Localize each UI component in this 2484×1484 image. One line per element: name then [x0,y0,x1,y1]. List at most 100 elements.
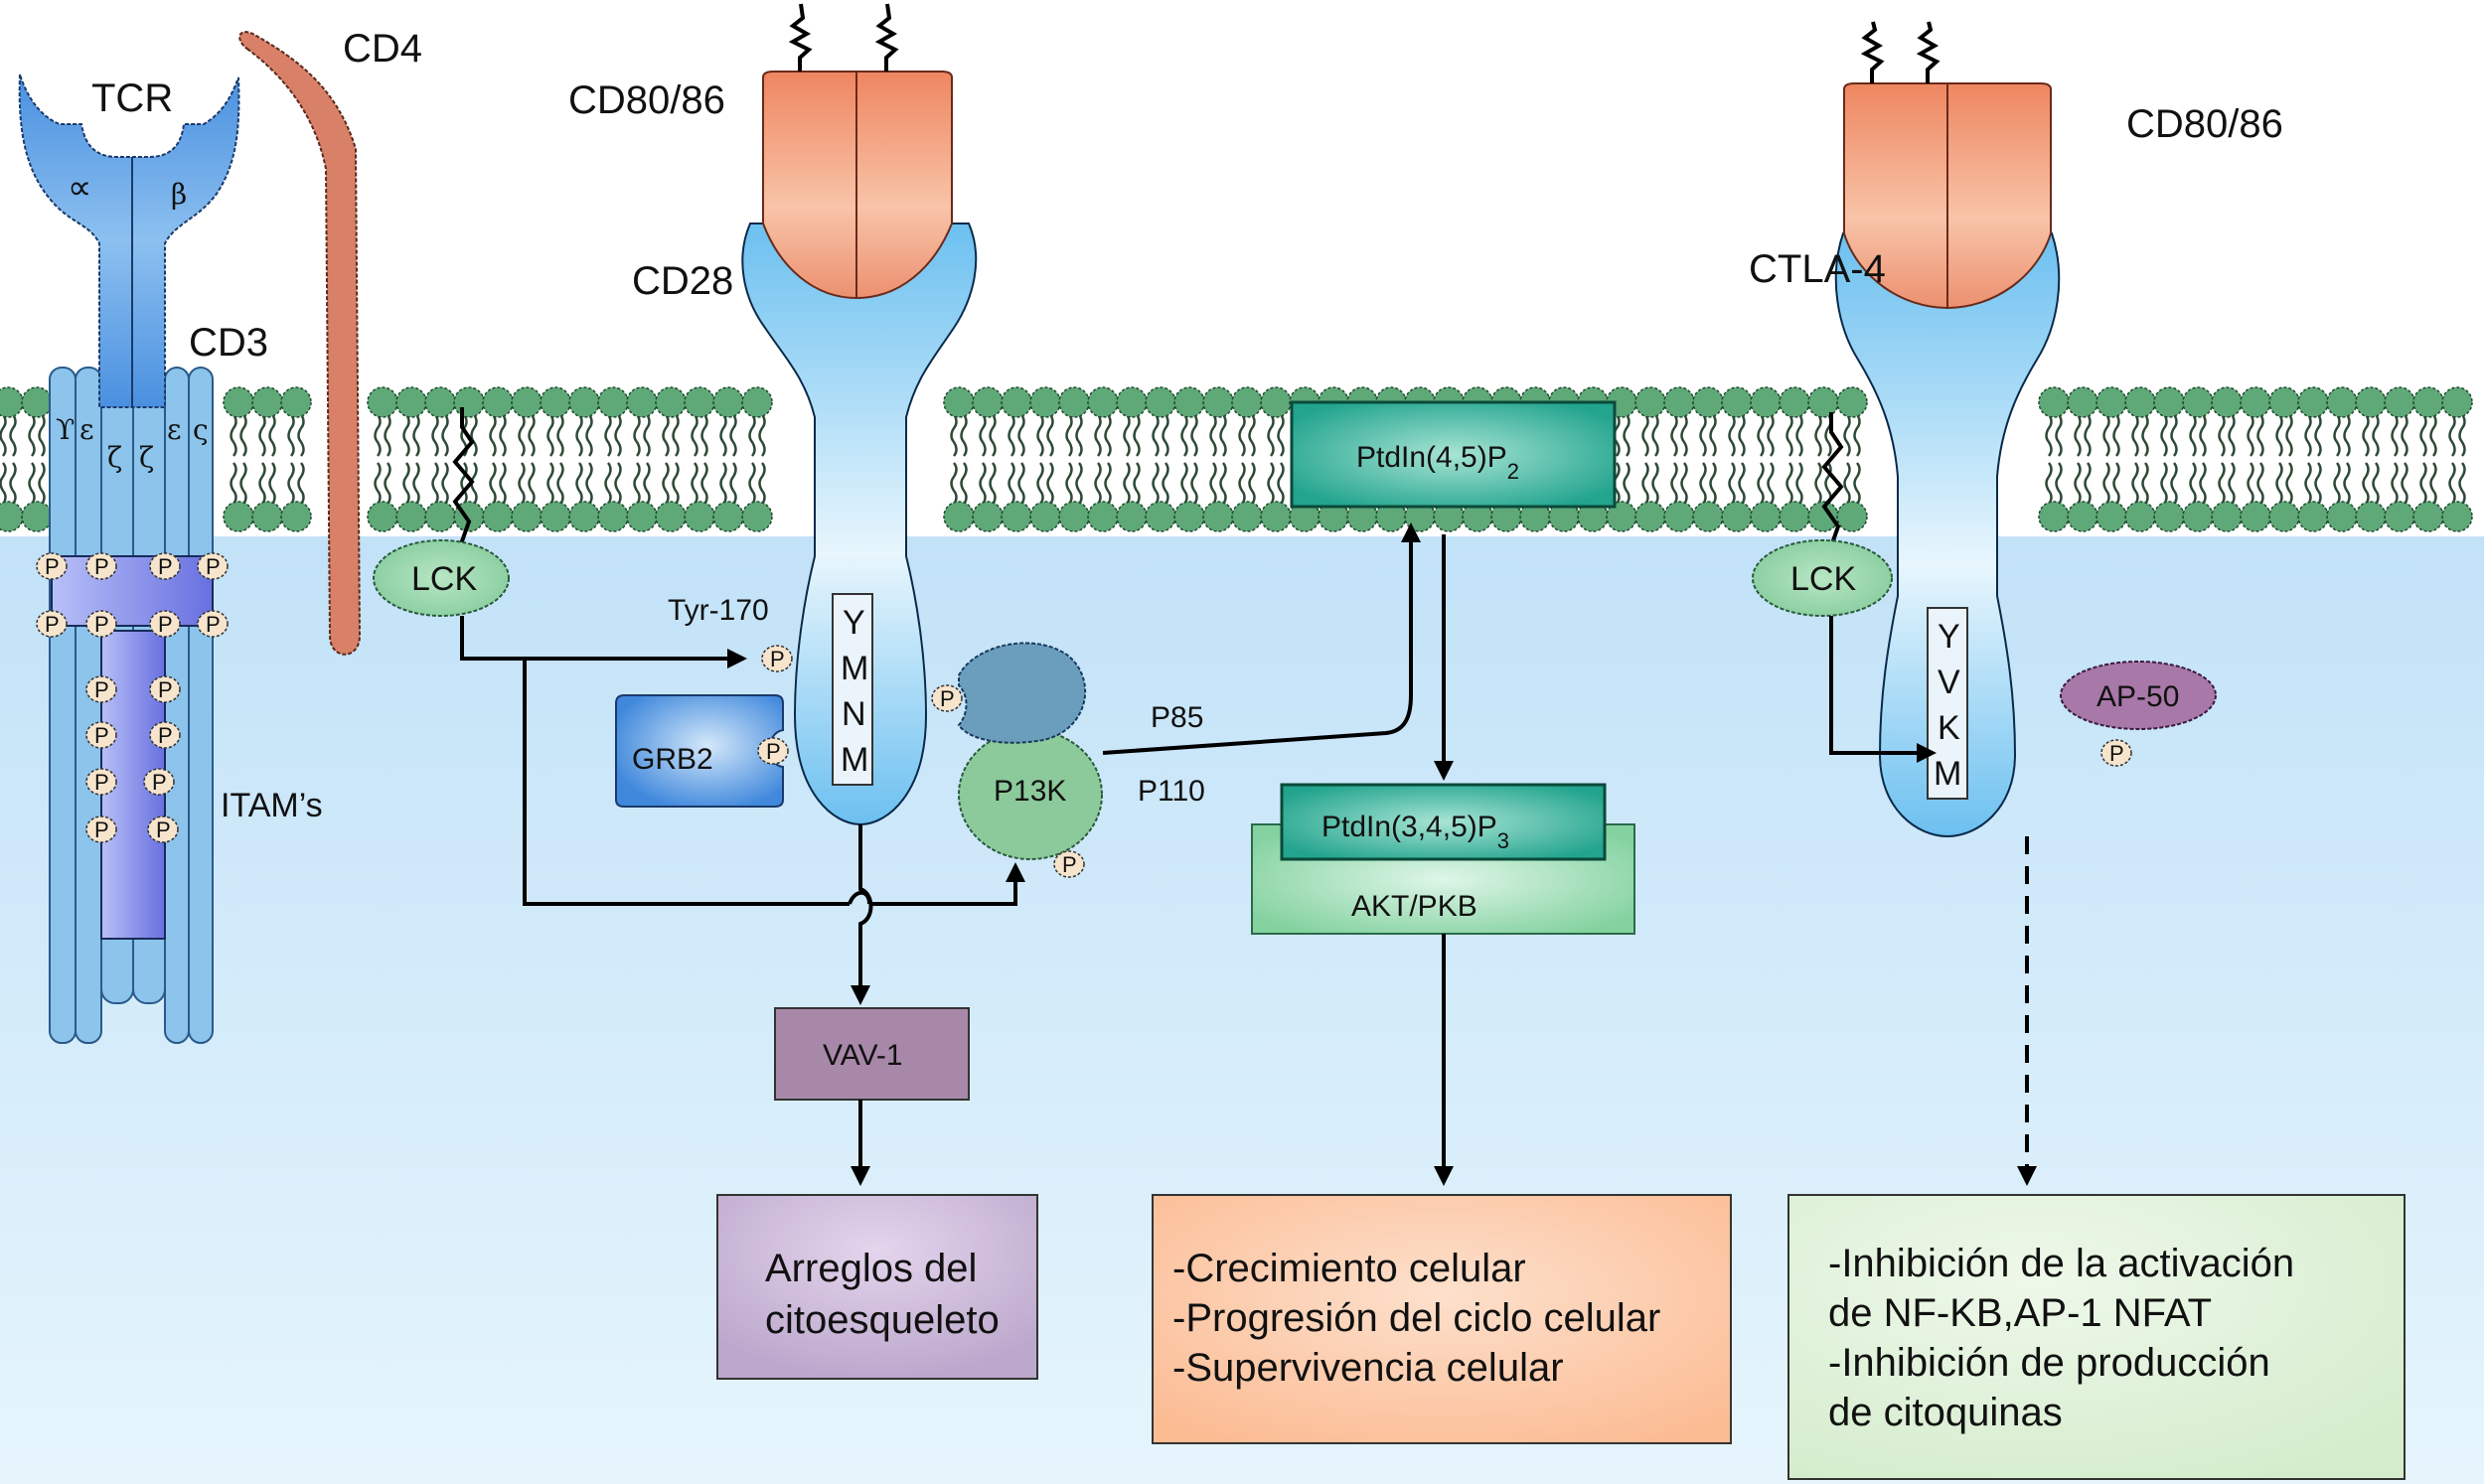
lipid-tail [1814,413,1822,457]
phosphate-label: P [94,770,109,795]
lipid-tail [2401,462,2408,506]
lipid-tail [384,413,391,457]
lipid-tail [604,413,612,457]
lipid-tail [950,462,958,506]
itam-phosphate: P [149,721,181,749]
lipid-head [1173,501,1205,532]
lipid-head [1029,386,1061,418]
grb2-protein[interactable] [615,694,784,808]
lipid-tail [1757,413,1765,457]
lipid-head [655,501,687,532]
lipid-tail [2170,462,2178,506]
lipid-tail [700,413,708,457]
lipid-tail [1785,462,1793,506]
lipid-tail [546,413,554,457]
lck-right[interactable] [1752,539,1893,617]
ctla4-effect-4: de citoquinas [1828,1391,2063,1434]
phosphate-label: P [94,677,109,702]
lipid-tail [585,413,593,457]
lipid-head [568,501,600,532]
ctla4-effect-1: -Inhibición de la activación [1828,1242,2294,1285]
pi3k-p110-subunit[interactable] [958,729,1103,860]
akt-effect-3: -Supervivencia celular [1172,1346,1564,1390]
cytoskeleton-line-2: citoesqueleto [765,1298,1000,1342]
lipid-tail [1094,462,1102,506]
akt-effects-box[interactable] [1152,1194,1732,1444]
phosphate-label: P [940,686,955,711]
lipid-tail [499,413,507,457]
lipid-tail [2160,413,2168,457]
lipid-tail [38,413,46,457]
lipid-head [1145,386,1176,418]
lipid-head [2297,501,2329,532]
lck-left-label: LCK [411,560,477,598]
phosphate-label: P [156,817,171,842]
lipid-head [0,501,24,532]
lipid-tail [2429,413,2437,457]
lipid-head [424,501,456,532]
ctla4-motif-m: M [1934,755,1961,793]
lipid-head [2153,501,2185,532]
lipid-tail [2131,413,2139,457]
cd3-gamma-label: ϒ [56,413,75,446]
ctla4-effects-box[interactable] [1787,1194,2406,1480]
ctla4-motif-y: Y [1938,618,1960,656]
lipid-head [712,501,744,532]
phosphate-label: P [766,739,781,764]
vav1-box[interactable] [774,1007,970,1101]
phosphate-label: P [770,647,785,671]
phosphate-label: P [158,723,173,748]
lipid-head [1634,386,1666,418]
lipid-tail [402,462,410,506]
ctla4-complex: CD80/86 CTLA-4 Y V K M [1749,21,2283,838]
pi3k-p85-subunit[interactable] [957,642,1087,744]
ctla4-effect-2: de NF-KB,AP-1 NFAT [1828,1291,2212,1335]
lipid-tail [441,413,449,457]
lck-left[interactable] [373,539,510,617]
lipid-head [597,501,629,532]
ap50-label: AP-50 [2096,680,2179,713]
lipid-tail [1738,462,1746,506]
cd4-coreceptor [238,31,362,656]
itam-phosphate: P [85,675,117,703]
itam-phosphate: P [197,610,229,638]
lipid-tail [412,462,420,506]
lipid-tail [518,462,526,506]
itam-phosphate: P [149,610,181,638]
lipid-head [568,386,600,418]
lipid-tail [402,413,410,457]
cytoskeleton-box[interactable] [716,1194,1038,1380]
ap50-protein[interactable] [2060,661,2217,730]
ptdins345p3-box[interactable] [1280,783,1607,861]
lipid-tail [2170,413,2178,457]
lipid-head [453,386,485,418]
lipid-head [2441,501,2473,532]
lipid-tail [2285,413,2293,457]
grb2-label: GRB2 [632,743,713,776]
lipid-head [1260,501,1292,532]
lipid-tail [239,462,247,506]
ptdins345p3-label: PtdIn(3,4,5)P3 [1321,811,1509,853]
lipid-tail [2228,462,2236,506]
lipid-head [2268,386,2300,418]
itam-phosphate: P [149,675,181,703]
lipid-head [2297,386,2329,418]
lipid-head [2096,501,2127,532]
lipid-tail [2084,413,2092,457]
lipid-tail [2401,413,2408,457]
lipid-tail [2055,413,2063,457]
cd3-label: CD3 [189,321,268,365]
arrow-cd28-to-vav1 [851,824,873,1005]
phosphate-label: P [94,723,109,748]
lipid-tail [1641,462,1649,506]
lipid-tail [1065,413,1073,457]
lipid-tail [691,413,699,457]
lipid-tail [2112,413,2120,457]
lipid-head [1116,501,1148,532]
phosphate-label: P [45,612,60,637]
lipid-tail [268,413,276,457]
phosphate-label: P [94,612,109,637]
ptdins45p2-box[interactable] [1290,400,1617,509]
lipid-tail [1699,462,1707,506]
